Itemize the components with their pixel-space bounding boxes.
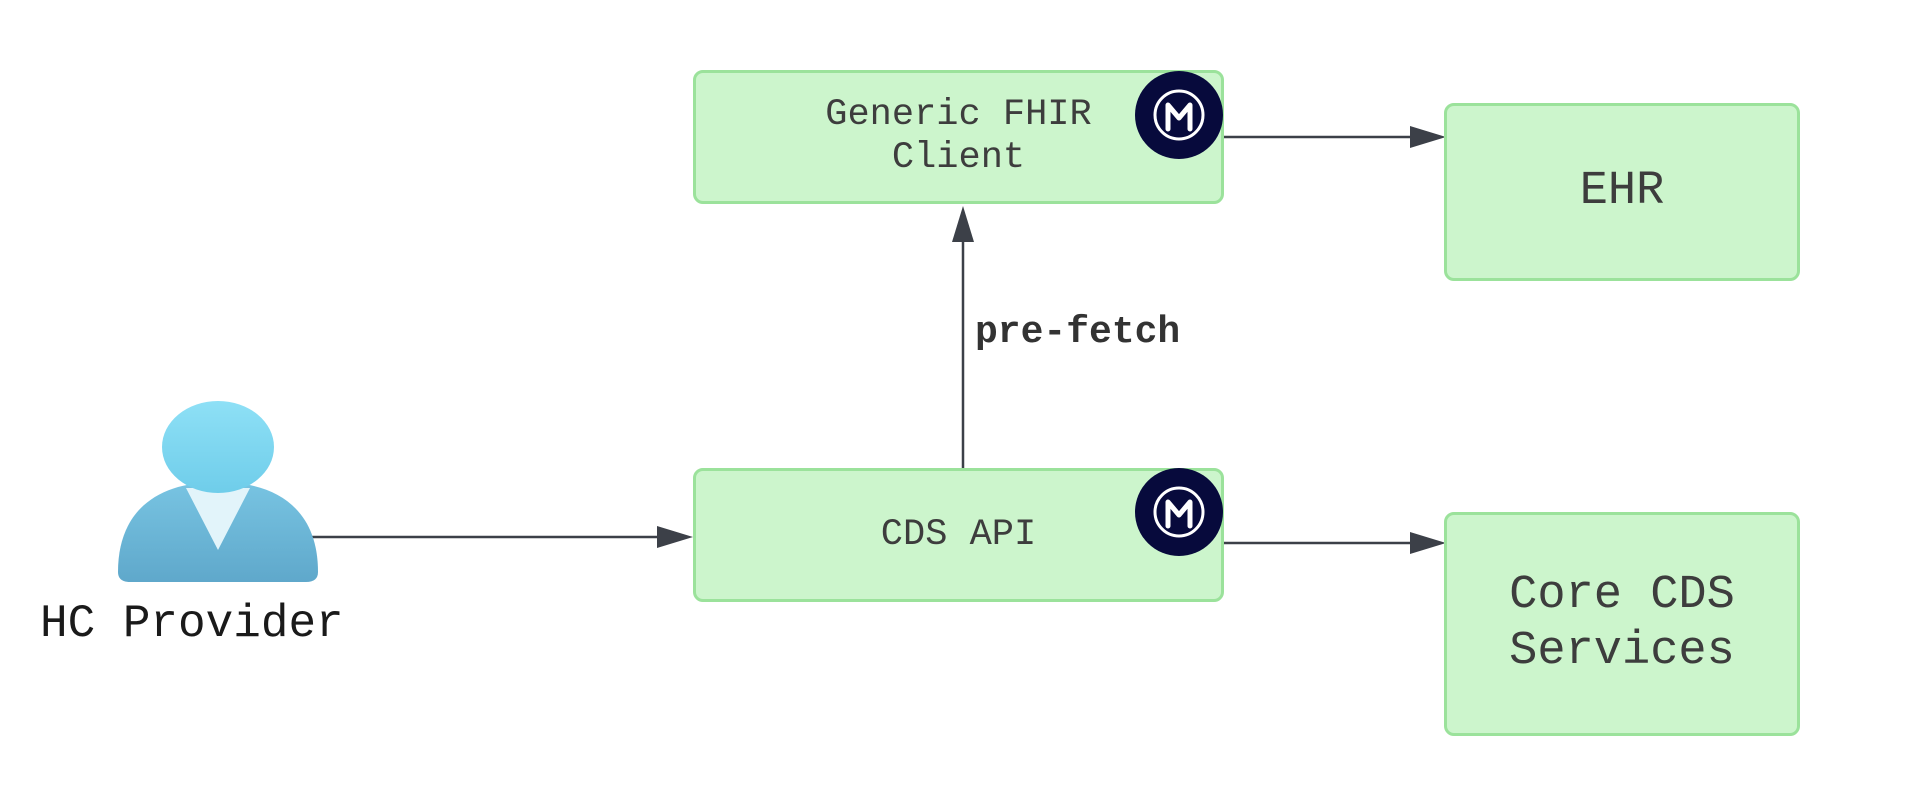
mulesoft-logo-icon [1135, 71, 1223, 159]
arrowhead-fhir-client [952, 206, 974, 242]
arrowhead-ehr [1410, 126, 1446, 148]
core-cds-services-node[interactable]: Core CDS Services [1444, 512, 1800, 736]
arrowhead-core-cds [1410, 532, 1446, 554]
ehr-node[interactable]: EHR [1444, 103, 1800, 281]
cds-api-label: CDS API [880, 513, 1037, 556]
ehr-label: EHR [1579, 165, 1665, 218]
person-icon [118, 401, 318, 582]
core-cds-services-label: Core CDS Services [1509, 569, 1735, 678]
cds-api-node[interactable]: CDS API [693, 468, 1224, 602]
hc-provider-label: HC Provider [40, 598, 344, 650]
generic-fhir-client-label: Generic FHIR Client [825, 94, 1092, 179]
arrowhead-cds-api [657, 526, 693, 548]
mulesoft-logo-icon [1135, 468, 1223, 556]
pre-fetch-edge-label: pre-fetch [975, 311, 1181, 354]
generic-fhir-client-node[interactable]: Generic FHIR Client [693, 70, 1224, 204]
